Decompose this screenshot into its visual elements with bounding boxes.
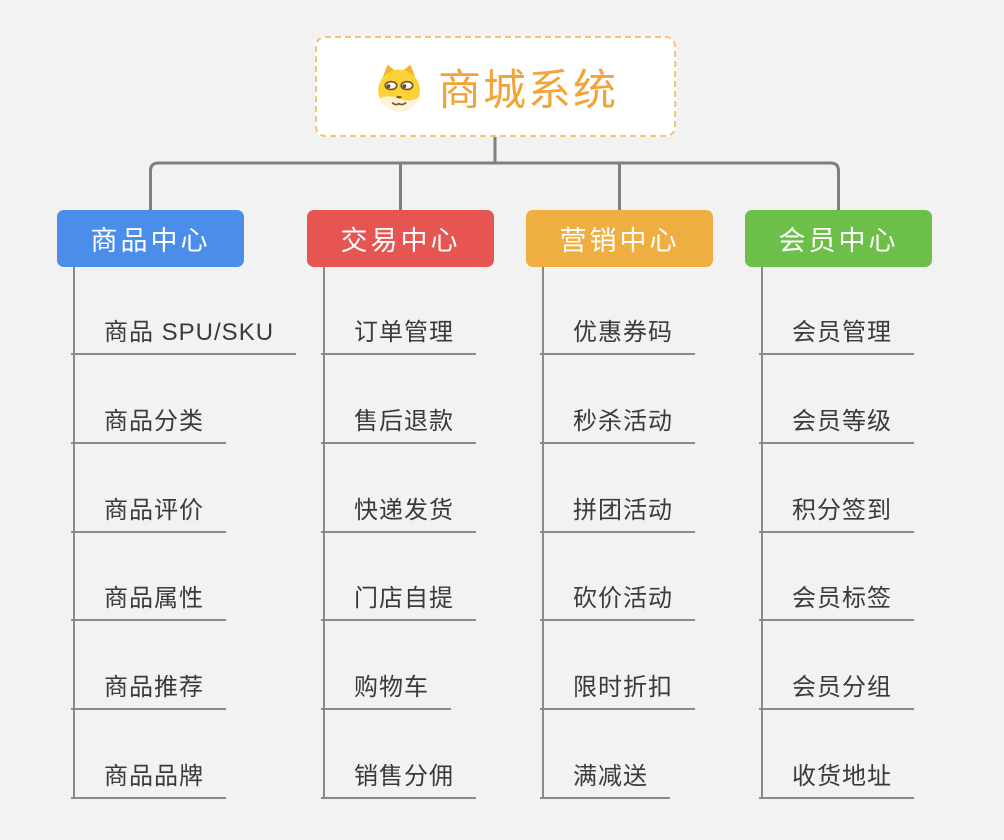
leaf-topic[interactable]: 积分签到: [759, 496, 914, 533]
branch-trunk-line: [542, 267, 544, 799]
branch-topic-label: 商品中心: [90, 226, 211, 256]
branch-product-center: 商品中心 商品 SPU/SKU 商品分类 商品评价 商品属性 商品推荐 商品品牌: [57, 210, 317, 840]
leaf-topic[interactable]: 拼团活动: [540, 496, 695, 533]
leaf-topic[interactable]: 会员标签: [759, 584, 914, 621]
branch-topic-trade-center[interactable]: 交易中心: [307, 210, 494, 267]
leaf-topic[interactable]: 商品分类: [71, 407, 226, 444]
leaf-topic[interactable]: 商品品牌: [71, 762, 226, 799]
leaf-topic[interactable]: 门店自提: [321, 584, 476, 621]
leaf-topic[interactable]: 商品评价: [71, 496, 226, 533]
branch-member-center: 会员中心 会员管理 会员等级 积分签到 会员标签 会员分组 收货地址: [745, 210, 1004, 840]
leaf-topic[interactable]: 销售分佣: [321, 762, 476, 799]
leaf-topic[interactable]: 会员管理: [759, 318, 914, 355]
branch-topic-label: 营销中心: [559, 226, 680, 256]
leaf-topic[interactable]: 优惠券码: [540, 318, 695, 355]
root-topic-label: 商城系统: [438, 66, 618, 115]
branch-trunk-line: [761, 267, 763, 799]
leaf-topic[interactable]: 商品推荐: [71, 673, 226, 710]
leaf-topic[interactable]: 会员等级: [759, 407, 914, 444]
leaf-topic[interactable]: 购物车: [321, 673, 451, 710]
branch-topic-member-center[interactable]: 会员中心: [745, 210, 932, 267]
leaf-topic[interactable]: 商品 SPU/SKU: [71, 318, 297, 355]
leaf-topic[interactable]: 砍价活动: [540, 584, 695, 621]
leaf-topic[interactable]: 满减送: [540, 762, 670, 799]
branch-trade-center: 交易中心 订单管理 售后退款 快递发货 门店自提 购物车 销售分佣: [307, 210, 567, 840]
root-branch-connector: [149, 137, 840, 210]
leaf-topic[interactable]: 会员分组: [759, 673, 914, 710]
branch-trunk-line: [73, 267, 75, 799]
branch-trunk-line: [323, 267, 325, 799]
dog-face-icon: [378, 64, 420, 112]
branch-topic-label: 会员中心: [778, 226, 899, 256]
root-topic[interactable]: 商城系统: [315, 36, 676, 137]
leaf-topic[interactable]: 订单管理: [321, 318, 476, 355]
branch-topic-label: 交易中心: [340, 226, 461, 256]
branch-topic-marketing-center[interactable]: 营销中心: [526, 210, 713, 267]
branch-marketing-center: 营销中心 优惠券码 秒杀活动 拼团活动 砍价活动 限时折扣 满减送: [526, 210, 786, 840]
leaf-topic[interactable]: 收货地址: [759, 762, 914, 799]
branch-topic-product-center[interactable]: 商品中心: [57, 210, 244, 267]
leaf-topic[interactable]: 快递发货: [321, 496, 476, 533]
leaf-topic[interactable]: 秒杀活动: [540, 407, 695, 444]
leaf-topic[interactable]: 限时折扣: [540, 673, 695, 710]
leaf-topic[interactable]: 售后退款: [321, 407, 476, 444]
leaf-topic[interactable]: 商品属性: [71, 584, 226, 621]
